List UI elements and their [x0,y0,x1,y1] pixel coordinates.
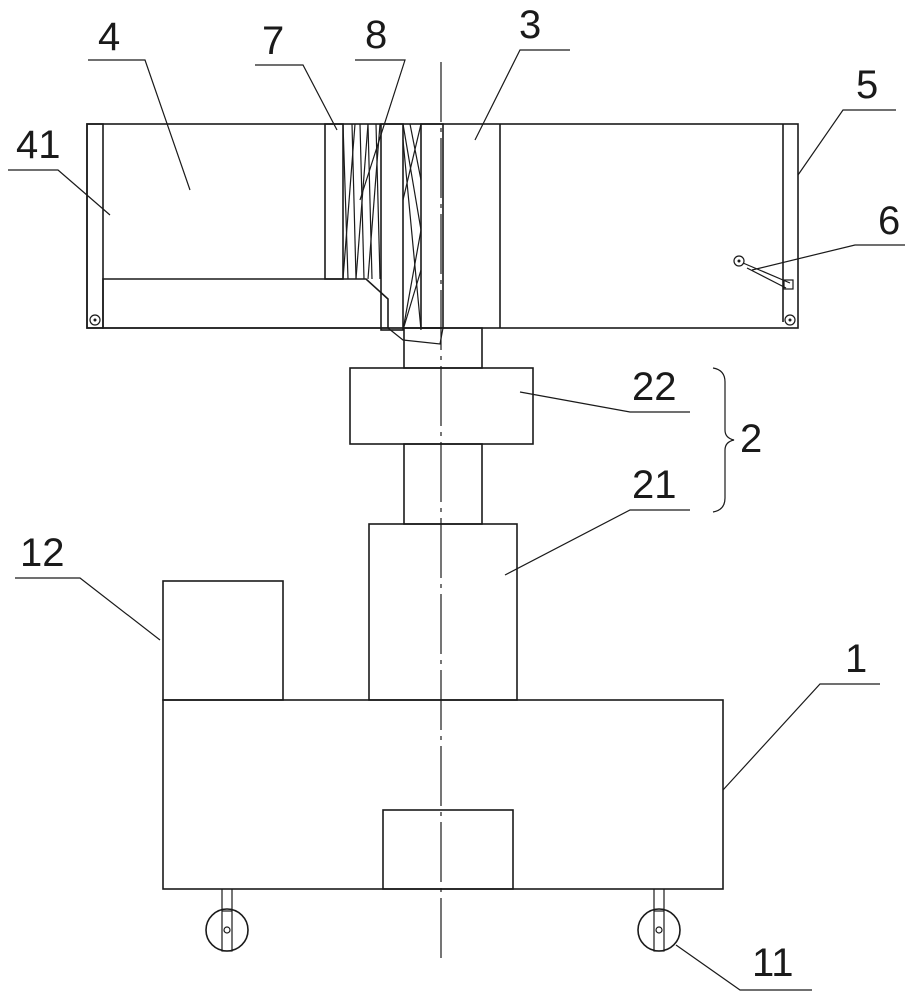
inner-wall-7 [324,123,344,280]
leader-lines [8,49,905,991]
auger-sleeve-right [420,123,444,329]
label-4: 4 [98,15,120,59]
group-brace-2 [712,367,735,513]
door-hinge-right-icon [784,314,796,326]
left-wall-41 [86,123,104,329]
column-neck-lower [403,443,483,525]
leader-7 [255,64,338,131]
column-neck-upper [403,327,483,369]
leader-22 [519,391,690,413]
leader-4 [88,59,191,191]
latch-pivot-icon [733,255,745,267]
bottom-plate [102,278,389,329]
auger-sleeve-left [380,123,404,331]
leader-21 [504,509,690,576]
label-2: 2 [740,417,762,461]
bin-assembly [86,123,799,345]
label-3: 3 [519,3,541,47]
leader-6 [751,244,905,271]
label-41: 41 [16,123,61,167]
label-6: 6 [878,199,900,243]
leader-41 [8,169,111,216]
label-11: 11 [752,941,794,985]
label-8: 8 [365,13,387,57]
door-hinge-right-pin [788,318,792,322]
leader-5 [797,109,896,176]
wheel-right-icon [637,889,681,952]
leader-1 [722,683,880,791]
door-hinge-left-pin [93,318,97,322]
control-box-12 [162,580,284,701]
label-7: 7 [262,19,284,63]
cart-door [382,809,514,890]
latch-6 [733,255,794,290]
auger-screw-8 [342,123,422,331]
label-1: 1 [845,637,867,681]
leader-3 [474,49,570,141]
door-hinge-left-icon [89,314,101,326]
label-21: 21 [632,463,677,507]
lift-base-21 [368,523,518,701]
cart-body-1 [162,699,724,890]
latch-catch [783,279,794,290]
label-12: 12 [20,531,65,575]
label-5: 5 [856,63,878,107]
label-22: 22 [632,365,677,409]
leader-8 [355,59,406,201]
leader-11 [675,944,812,991]
leader-12 [15,577,161,641]
cart-assembly [162,580,724,952]
wheel-left-icon [205,889,249,952]
